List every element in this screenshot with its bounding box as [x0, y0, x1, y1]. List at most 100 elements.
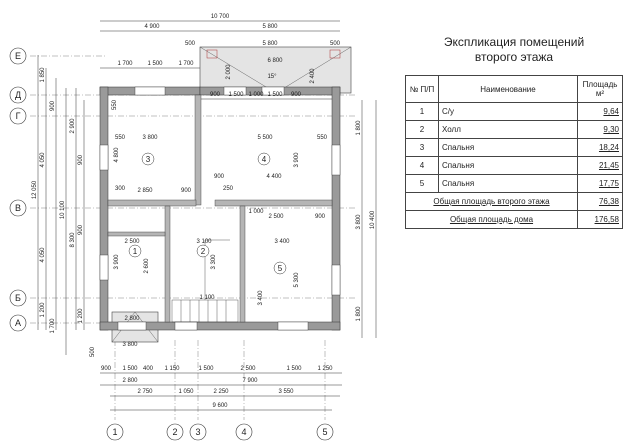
explication-title: Экспликация помещений второго этажа	[443, 35, 585, 64]
svg-text:900: 900	[50, 100, 56, 111]
svg-text:4 050: 4 050	[40, 247, 46, 263]
explication-panel: Экспликация помещений второго этажа № П/…	[405, 35, 623, 229]
svg-text:1 200: 1 200	[40, 302, 46, 318]
table-row: 1 С/у 9,64	[405, 102, 623, 121]
axis-label-row: Д	[15, 90, 21, 100]
room-number-2: 2	[196, 244, 210, 258]
svg-text:1 100: 1 100	[199, 295, 215, 301]
staircase	[171, 239, 239, 323]
svg-text:500: 500	[330, 41, 341, 47]
svg-text:3 300: 3 300	[211, 254, 217, 270]
svg-text:3 800: 3 800	[356, 214, 362, 230]
column-axis-lines	[114, 340, 326, 420]
svg-text:900: 900	[315, 214, 326, 220]
svg-text:2 850: 2 850	[137, 188, 153, 194]
svg-text:8 300: 8 300	[70, 232, 76, 248]
svg-text:900: 900	[291, 92, 302, 98]
left-dimensions: 12 050 10 100 1 850 4 050 4 050 1 200 1 …	[32, 67, 96, 357]
svg-text:2: 2	[201, 247, 206, 256]
bottom-dimensions: 900 1 500 400 1 150 1 500 2 500 1 500 1 …	[101, 366, 333, 409]
svg-text:3: 3	[146, 155, 151, 164]
svg-text:2 600: 2 600	[144, 258, 150, 274]
right-dimensions: 10 400 1 800 3 800 1 800	[356, 120, 376, 322]
svg-text:10 700: 10 700	[211, 14, 230, 20]
svg-text:2 500: 2 500	[240, 366, 256, 372]
svg-text:3 400: 3 400	[258, 290, 264, 306]
table-row: 2 Холл 9,30	[405, 120, 623, 139]
svg-text:1 150: 1 150	[164, 366, 180, 372]
svg-text:1 850: 1 850	[40, 67, 46, 83]
svg-text:2 750: 2 750	[137, 389, 153, 395]
svg-text:1 500: 1 500	[228, 92, 244, 98]
total-house-row: Общая площадь дома 176,58	[405, 210, 623, 229]
svg-text:900: 900	[78, 224, 84, 235]
room-number-1: 1	[128, 244, 142, 258]
svg-text:500: 500	[185, 41, 196, 47]
svg-text:3 400: 3 400	[274, 239, 290, 245]
axis-label-row: В	[15, 203, 21, 213]
header-num: № П/П	[405, 75, 439, 103]
axis-label-row: Б	[15, 293, 21, 303]
svg-text:1 800: 1 800	[356, 120, 362, 136]
svg-text:1 500: 1 500	[267, 92, 283, 98]
svg-text:5 300: 5 300	[294, 272, 300, 288]
axis-label-row: Г	[16, 111, 21, 121]
svg-text:4 400: 4 400	[266, 174, 282, 180]
room-dimensions: 3 800 550 5 500 550 4 400 2 850 900 900 …	[115, 135, 328, 348]
axis-label-column: 4	[241, 427, 246, 437]
exterior-walls	[99, 86, 341, 331]
svg-text:1 200: 1 200	[78, 308, 84, 324]
svg-text:2 400: 2 400	[310, 68, 316, 84]
svg-text:1 800: 1 800	[356, 306, 362, 322]
svg-text:1 000: 1 000	[248, 92, 264, 98]
svg-text:1 250: 1 250	[317, 366, 333, 372]
svg-text:15°: 15°	[267, 74, 277, 80]
svg-text:500: 500	[90, 346, 96, 357]
svg-text:1 700: 1 700	[178, 61, 194, 67]
svg-text:900: 900	[101, 366, 112, 372]
column-axis-markers	[106, 423, 334, 441]
svg-text:6 800: 6 800	[267, 58, 283, 64]
svg-text:900: 900	[78, 154, 84, 165]
svg-text:550: 550	[115, 135, 126, 141]
axis-label-row: Е	[15, 51, 21, 61]
svg-text:2 500: 2 500	[124, 239, 140, 245]
svg-text:3 800: 3 800	[122, 342, 138, 348]
header-area: Площадь м²	[577, 75, 623, 103]
svg-text:900: 900	[181, 188, 192, 194]
svg-text:550: 550	[112, 99, 118, 110]
svg-text:900: 900	[210, 92, 221, 98]
header-name: Наименование	[438, 75, 578, 103]
svg-text:12 050: 12 050	[32, 180, 38, 199]
svg-text:900: 900	[214, 174, 225, 180]
svg-text:3 900: 3 900	[114, 254, 120, 270]
balcony-canopy	[199, 46, 352, 94]
svg-text:4 050: 4 050	[40, 152, 46, 168]
svg-text:3 100: 3 100	[196, 239, 212, 245]
svg-text:3 800: 3 800	[142, 135, 158, 141]
svg-text:2 250: 2 250	[213, 389, 229, 395]
svg-text:5: 5	[278, 264, 283, 273]
explication-table: № П/П Наименование Площадь м² 1 С/у 9,64…	[405, 75, 623, 229]
svg-text:1: 1	[133, 247, 138, 256]
floor-plan-drawing: 3 4 1 2 5 Е Д Г В Б А 1 2 3 4 5	[9, 14, 377, 441]
svg-text:1 700: 1 700	[50, 318, 56, 334]
svg-text:10 400: 10 400	[370, 210, 376, 229]
svg-text:9 600: 9 600	[212, 403, 228, 409]
table-row: 3 Спальня 18,24	[405, 138, 623, 157]
svg-text:4 800: 4 800	[114, 147, 120, 163]
svg-text:2 500: 2 500	[268, 214, 284, 220]
dimension-lines	[37, 20, 377, 411]
svg-text:2 900: 2 900	[70, 118, 76, 134]
svg-text:1 000: 1 000	[248, 209, 264, 215]
interior-walls	[107, 94, 333, 323]
svg-text:1 500: 1 500	[147, 61, 163, 67]
table-row: 4 Спальня 21,45	[405, 156, 623, 175]
table-row: 5 Спальня 17,75	[405, 174, 623, 193]
svg-text:10 100: 10 100	[60, 200, 66, 219]
top-dimensions: 10 700 4 900 5 800 5 800 500 500 6 800 1…	[117, 14, 340, 98]
windows	[99, 86, 341, 331]
axis-label-column: 2	[172, 427, 177, 437]
svg-text:4 900: 4 900	[144, 24, 160, 30]
room-dimensions-vertical: 4 800 3 900 3 900 2 600 3 300 5 300 3 40…	[112, 64, 316, 306]
